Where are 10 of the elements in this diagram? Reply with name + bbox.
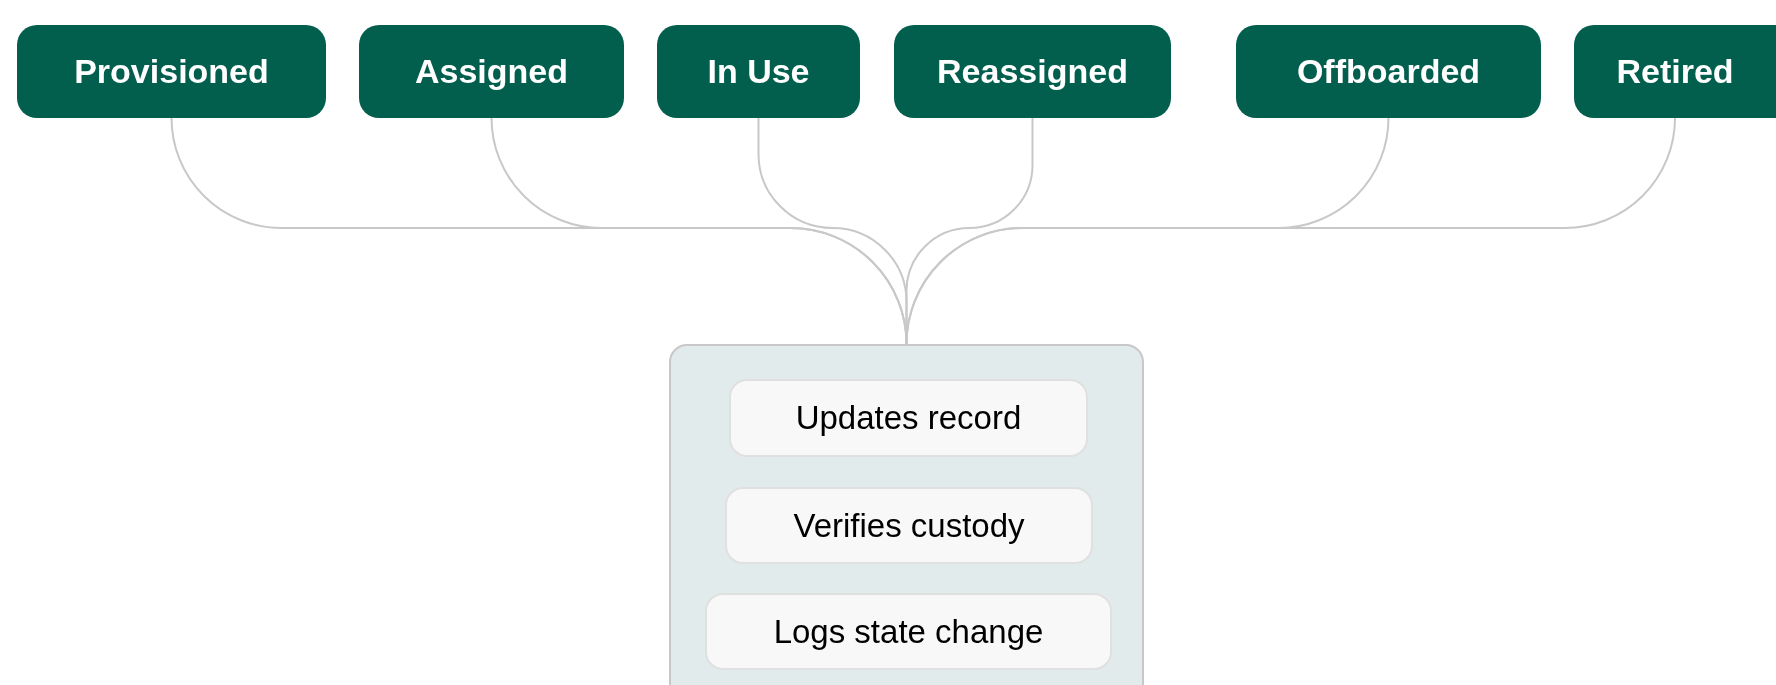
group-panel [669, 344, 1144, 685]
action-box: Verifies custody [725, 487, 1093, 564]
action-box: Updates record [729, 379, 1088, 457]
state-box: Assigned [359, 25, 624, 118]
state-box: Offboarded [1236, 25, 1541, 118]
state-box: Provisioned [17, 25, 326, 118]
action-box: Logs state change [705, 593, 1112, 670]
state-box: Retired [1574, 25, 1776, 118]
state-box: Reassigned [894, 25, 1171, 118]
state-box: In Use [657, 25, 860, 118]
